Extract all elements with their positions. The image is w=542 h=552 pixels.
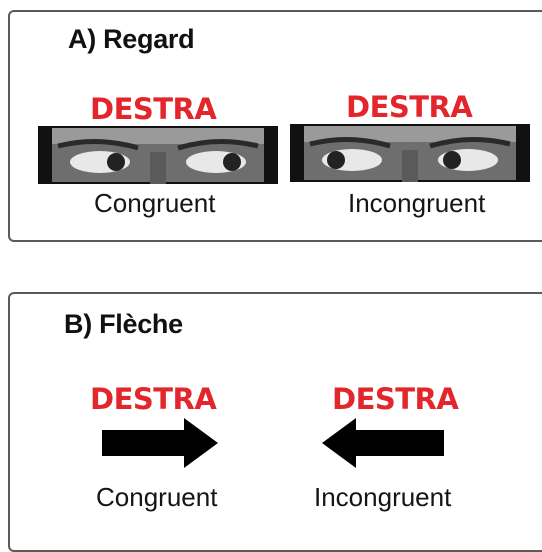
panel-regard: A) Regard DESTRA Congruent [8,10,542,242]
stimulus-word: DESTRA [90,92,217,126]
eyes-image-right-gaze [38,126,278,184]
arrow-right-icon [102,418,218,468]
stimulus-caption: Congruent [96,482,218,512]
arrow-stimulus-incongruent: DESTRA Incongruent [310,374,530,524]
panel-fleche: B) Flèche DESTRA Congruent DESTRA Incong… [8,292,542,552]
panel-title: B) Flèche [64,309,183,339]
gaze-stimulus-incongruent: DESTRA Incongruent [288,82,538,218]
stimulus-word: DESTRA [332,382,459,416]
stimulus-word: DESTRA [346,90,473,124]
stimulus-word: DESTRA [90,382,217,416]
stimulus-caption: Incongruent [348,188,486,218]
gaze-stimulus-congruent: DESTRA Congruent [32,82,282,218]
panel-title: A) Regard [68,24,195,54]
stimulus-caption: Congruent [94,188,216,218]
arrow-stimulus-congruent: DESTRA Congruent [70,374,270,524]
stimulus-caption: Incongruent [314,482,452,512]
arrow-left-icon [322,418,444,468]
eyes-image-left-gaze [290,124,530,182]
